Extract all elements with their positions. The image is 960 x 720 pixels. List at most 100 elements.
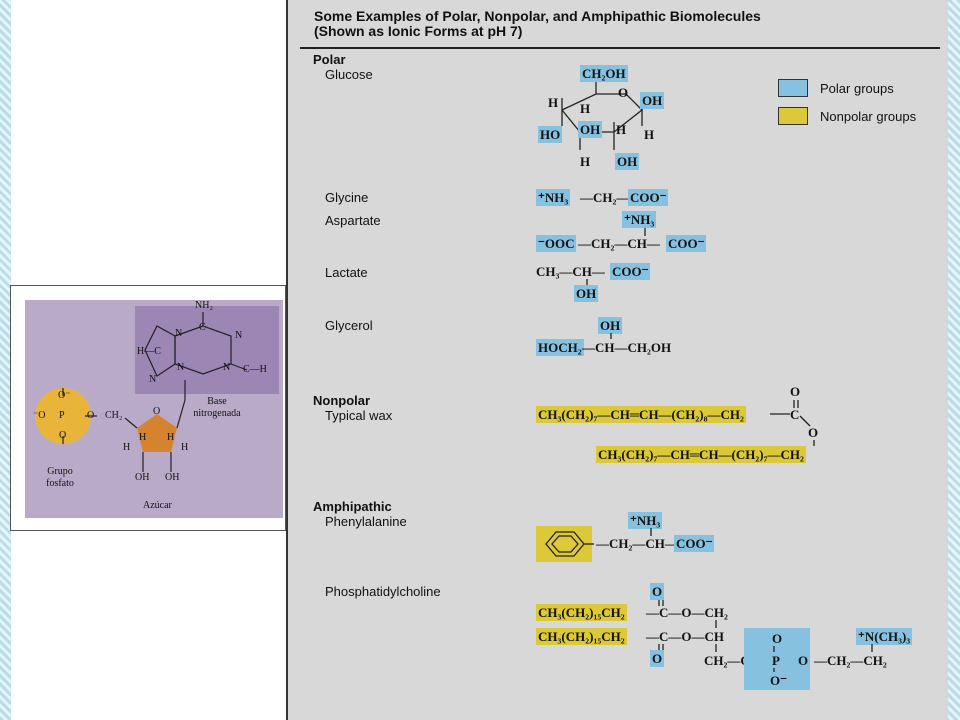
name-wax: Typical wax: [325, 408, 393, 423]
base-n5: N: [149, 374, 157, 385]
name-glycerol: Glycerol: [325, 318, 373, 333]
aspartate-coo1: ⁻OOC: [536, 235, 577, 252]
glucose-h1: H: [548, 95, 559, 110]
ribose-ring: [137, 414, 177, 452]
sugar-oh2: OH: [165, 472, 180, 483]
base-n3: N: [177, 362, 185, 373]
name-aspartate: Aspartate: [325, 213, 381, 228]
glycerol-rest: —CH—CH₂OH: [582, 340, 672, 355]
wax-bonds: [770, 400, 815, 446]
pc-p-o-top: O: [772, 631, 783, 646]
lactate-bond: [586, 279, 588, 285]
glucose-oh1: OH: [640, 92, 665, 109]
pc-chain-1: CH₃(CH₂)₁₅CH₂: [536, 604, 627, 621]
nitrogen-base-box: [135, 306, 279, 394]
glucose-ring: [561, 80, 643, 150]
aspartate-coo2: COO⁻: [666, 235, 707, 252]
benzene-ring: [545, 531, 594, 557]
base-ch: C—H: [243, 364, 267, 375]
phosphate-p: P: [59, 410, 65, 421]
phenylalanine-mid: —CH₂—CH—: [596, 536, 678, 551]
wax-c: C: [790, 407, 800, 422]
name-glucose: Glucose: [325, 67, 373, 82]
polar-legend-label: Polar groups: [820, 81, 894, 96]
pc-ester-2: —C—O—CH: [646, 629, 724, 644]
phosphate-group-label: Grupo fosfato: [46, 466, 74, 489]
name-phosphatidylcholine: Phosphatidylcholine: [325, 584, 441, 599]
sugar-label: Azúcar: [143, 500, 172, 511]
wax-o-top: O: [790, 384, 801, 399]
lactate-ch3: CH₃—CH—: [536, 264, 605, 279]
title-line-1: Some Examples of Polar, Nonpolar, and Am…: [314, 8, 761, 24]
glycine-nh3: ⁺NH₃: [536, 189, 571, 206]
glycine-ch2: —CH₂—: [580, 190, 630, 205]
title-divider: [300, 47, 940, 49]
pc-p-o-right: O: [798, 653, 809, 668]
glucose-oh2: OH: [578, 121, 603, 138]
sugar-h2: H: [139, 432, 147, 443]
biomolecules-panel: [286, 0, 948, 720]
wax-chain-1: CH₃(CH₂)₇—CH═CH—(CH₂)₈—CH₂: [536, 406, 746, 423]
nonpolar-swatch: [778, 107, 808, 125]
phosphate-highlight: [744, 628, 810, 690]
name-lactate: Lactate: [325, 265, 368, 280]
pc-bonds: [658, 600, 873, 672]
name-glycine: Glycine: [325, 190, 369, 205]
ch2-label: CH₂: [105, 410, 123, 421]
glycerol-oh: OH: [598, 317, 623, 334]
base-c: C: [199, 322, 206, 333]
sugar-h1: H: [123, 442, 131, 453]
right-frame-border: [946, 0, 960, 720]
lactate-oh: OH: [574, 285, 599, 302]
glycine-coo: COO⁻: [628, 189, 669, 206]
glucose-h2: H: [580, 101, 591, 116]
left-frame-border: [0, 0, 11, 720]
section-nonpolar: Nonpolar: [313, 393, 371, 408]
sugar-h3: H: [167, 432, 175, 443]
pc-ester-1: —C—O—CH₂: [646, 605, 728, 620]
pc-chain-2: CH₃(CH₂)₁₅CH₂: [536, 628, 627, 645]
phosphate-o-top: O⁻: [58, 390, 71, 401]
section-polar: Polar: [313, 52, 346, 67]
pc-ch2o: CH₂—O: [704, 653, 751, 668]
glucose-ch2oh: CH₂OH: [580, 65, 628, 82]
aspartate-bond: [644, 228, 646, 236]
pc-choline-link: —CH₂—CH₂: [814, 653, 887, 668]
phenylalanine-coo: COO⁻: [674, 535, 715, 552]
aspartate-mid: —CH₂—CH—: [578, 236, 660, 251]
phenylalanine-bond: [650, 528, 652, 536]
polar-swatch: [778, 79, 808, 97]
pc-p-o-bottom: O⁻: [770, 673, 787, 688]
nucleotide-figure: O⁻ ⁻O P O O CH₂ O H H H H OH OH NH₂ C N …: [10, 285, 286, 531]
sugar-h4: H: [181, 442, 189, 453]
phosphate-sphere: [35, 388, 91, 444]
base-nh2: NH₂: [195, 300, 213, 311]
phenylalanine-nh3: ⁺NH₃: [628, 512, 663, 529]
nucleotide-bonds: [35, 312, 248, 472]
phosphate-o-bottom: O: [59, 430, 67, 441]
base-label: Base nitrogenada: [193, 396, 241, 419]
aspartate-nh3: ⁺NH₃: [622, 211, 657, 228]
phosphate-o-left: ⁻O: [33, 410, 46, 421]
base-n1: N: [175, 328, 183, 339]
page-title: Some Examples of Polar, Nonpolar, and Am…: [314, 9, 761, 39]
glycerol-hoch2: HOCH₂: [536, 339, 584, 356]
lactate-coo: COO⁻: [610, 263, 651, 280]
base-hc: H—C: [137, 346, 161, 357]
pc-choline: ⁺N(CH₃)₃: [856, 628, 913, 645]
glucose-ho: HO: [538, 126, 563, 143]
base-n2: N: [235, 330, 243, 341]
pc-p: P: [772, 653, 780, 668]
sugar-oh1: OH: [135, 472, 150, 483]
base-n4: N: [223, 362, 231, 373]
glucose-h5: H: [580, 154, 591, 169]
nucleotide-background: O⁻ ⁻O P O O CH₂ O H H H H OH OH NH₂ C N …: [25, 300, 283, 518]
pc-o-bottom: O: [650, 650, 665, 667]
glucose-h4: H: [644, 127, 655, 142]
glucose-o: O: [618, 85, 629, 100]
section-amphipathic: Amphipathic: [313, 499, 392, 514]
title-line-2: (Shown as Ionic Forms at pH 7): [314, 23, 523, 39]
phosphate-o-right: O: [87, 410, 95, 421]
wax-chain-2: CH₃(CH₂)₇—CH═CH—(CH₂)₇—CH₂: [596, 446, 806, 463]
wax-o-ester: O: [808, 425, 819, 440]
